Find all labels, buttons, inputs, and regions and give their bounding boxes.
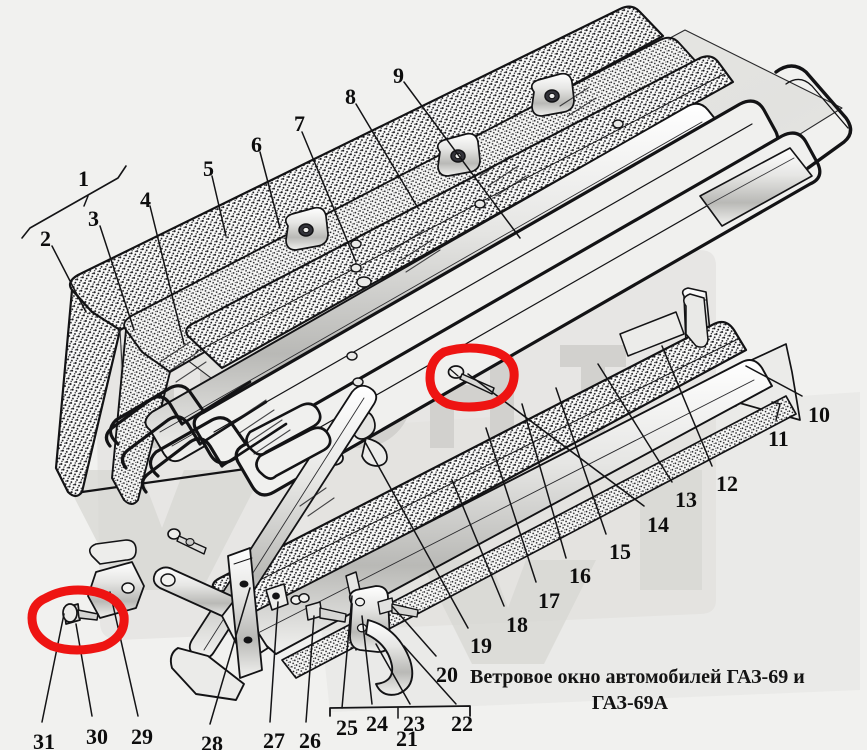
callout-19: 19 [470,633,492,658]
callout-11: 11 [768,426,789,451]
part-washers [290,593,310,605]
caption-line-1: Ветровое окно автомобилей ГАЗ-69 и [470,666,805,688]
callout-26: 26 [299,728,321,750]
caption-line-2: ГАЗ-69А [591,692,669,715]
part-20-screw [377,597,419,618]
callout-17: 17 [538,588,560,613]
callout-24: 24 [366,711,388,736]
callout-29: 29 [131,724,153,749]
callout-21: 21 [396,726,418,750]
part-22-curved-hook [365,619,414,696]
callout-1: 1 [78,166,89,191]
glass-glints [159,87,597,517]
latch-upper-c [530,72,575,117]
cowl-bar-strip [281,395,797,679]
callout-15: 15 [609,539,631,564]
callout-6: 6 [251,132,262,157]
callout-3: 3 [88,206,99,231]
callout-27: 27 [263,728,285,750]
callout-31: 31 [33,729,55,750]
loop-handle [245,402,332,480]
callout-25: 25 [336,715,358,740]
figure-caption: Ветровое окно автомобилей ГАЗ-69 и ГАЗ-6… [470,664,867,717]
fastener-group-mid [167,528,207,555]
latch-upper-a [284,206,329,251]
callout-4: 4 [140,187,151,212]
stay-rod-foot [169,647,245,701]
part-27-bracket [265,583,289,611]
callout-9: 9 [393,63,404,88]
callout-5: 5 [203,156,214,181]
leader-lines [21,81,803,725]
callout-13: 13 [675,487,697,512]
support-arm-right [699,64,853,227]
callout-7: 7 [294,111,305,136]
bracket-21-path [329,705,471,717]
callout-18: 18 [506,612,528,637]
callout-8: 8 [345,84,356,109]
part-26-screw [305,601,347,623]
callout-28: 28 [201,731,223,750]
callout-30: 30 [86,724,108,749]
bracket-1-path [21,165,127,239]
frame-bar-upper [185,55,735,370]
callout-22: 22 [451,711,473,736]
callout-2: 2 [40,226,51,251]
callout-16: 16 [569,563,591,588]
pivot-studs [346,119,624,387]
callout-14: 14 [647,512,669,537]
callout-23: 23 [403,711,425,736]
bottom-left-assembly [62,539,145,625]
callout-10: 10 [808,402,830,427]
callout-12: 12 [716,471,738,496]
callout-20: 20 [436,662,458,687]
cowl-bar [211,320,748,622]
hinge-stack-lower-right [619,293,709,357]
tube-frame-left [104,380,288,494]
